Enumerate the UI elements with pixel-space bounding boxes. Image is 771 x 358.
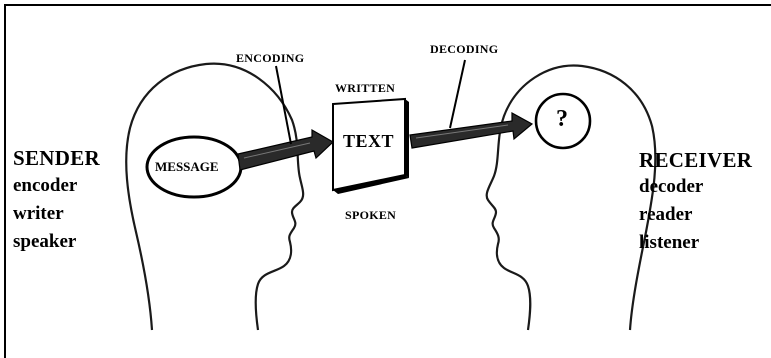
sender-role-writer: writer — [13, 203, 64, 224]
message-label: MESSAGE — [155, 159, 219, 174]
written-label: WRITTEN — [335, 81, 396, 95]
receiver-role-listener: listener — [639, 232, 700, 253]
sender-role-speaker: speaker — [13, 231, 77, 252]
receiver-head-outline — [485, 64, 657, 331]
spoken-label: SPOKEN — [345, 208, 397, 222]
encoding-pointer — [275, 65, 292, 145]
sender-title: SENDER — [13, 146, 100, 170]
sender-role-encoder: encoder — [13, 175, 78, 196]
encoding-arrow — [237, 128, 335, 171]
question-mark: ? — [556, 106, 568, 132]
decoding-pointer — [449, 59, 466, 129]
receiver-role-decoder: decoder — [639, 176, 704, 197]
encoding-label: ENCODING — [236, 51, 305, 65]
receiver-title: RECEIVER — [639, 148, 753, 172]
figure-border — [4, 4, 771, 358]
sender-head-outline — [125, 62, 305, 331]
text-box-label: TEXT — [343, 131, 395, 151]
receiver-role-reader: reader — [639, 204, 693, 225]
decoding-arrow — [409, 111, 534, 149]
decoding-label: DECODING — [430, 42, 499, 56]
question-circle — [534, 92, 592, 150]
text-box-shadow — [333, 175, 409, 194]
text-box — [332, 97, 406, 192]
